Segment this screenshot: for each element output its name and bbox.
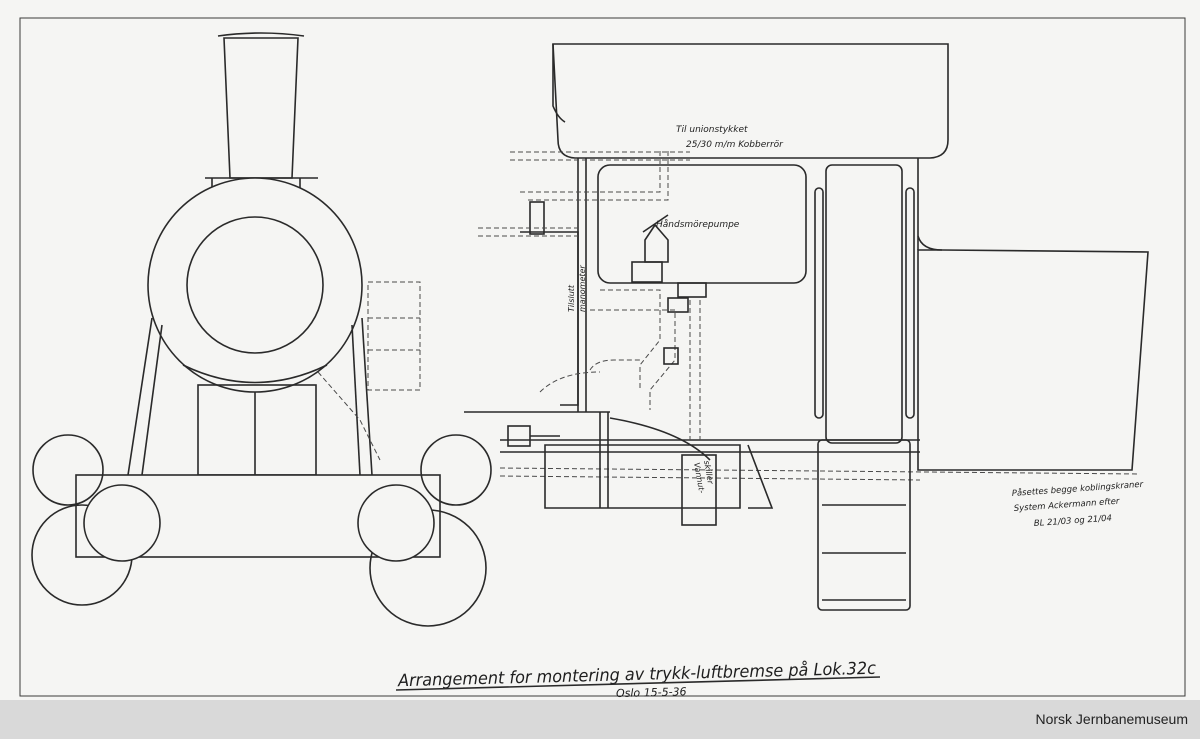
support-right-a: [361, 317, 373, 476]
handrail-right: [905, 187, 915, 419]
cab-rear-curve: [917, 235, 943, 251]
pipe-note-2: 25/30 m/m Kobberrör: [686, 140, 784, 150]
pipe-down-1: [600, 289, 661, 390]
support-left-a: [127, 317, 153, 476]
boiler-outer: [147, 177, 363, 393]
watermark: Norsk Jernbanemuseum: [1035, 711, 1188, 727]
note-line-3: BL 21/03 og 21/04: [1034, 514, 1113, 529]
front-view: [31, 32, 492, 627]
valve-top: [529, 201, 545, 235]
coupling-valve: [507, 425, 531, 447]
title-underline: [395, 676, 881, 691]
air-reservoir: [544, 444, 741, 509]
cab-door: [825, 164, 903, 444]
cab-roof: [552, 43, 949, 159]
drawing-date: Oslo 15-5-36: [616, 685, 687, 700]
fitting-3: [663, 347, 679, 365]
pump-base: [631, 261, 663, 283]
separator-label-2: skiller: [702, 460, 715, 486]
chimney-cap: [217, 32, 305, 37]
technical-drawing: Til unionstykket 25/30 m/m Kobberrör Hån…: [19, 17, 1186, 700]
brake-pipe-curve: [609, 417, 711, 461]
step-frame: [817, 439, 911, 611]
wheel-front-left-small: [32, 434, 104, 506]
fitting-1: [677, 282, 707, 298]
pipe-down-2: [590, 309, 676, 410]
buffer-left: [83, 484, 161, 562]
gauge-label-1: Tilslutt: [567, 284, 576, 312]
drawing-sheet: Til unionstykket 25/30 m/m Kobberrör Hån…: [19, 17, 1186, 700]
chimney: [223, 37, 299, 179]
wheel-front-right-small: [420, 434, 492, 506]
smokebox-door: [186, 216, 324, 354]
handrail-left: [814, 187, 824, 419]
bunker: [917, 249, 1149, 471]
pipe-to-union: [520, 150, 669, 201]
pump-handle: [642, 214, 669, 233]
sheet-border: [19, 17, 1186, 697]
pipe-vertical: [689, 300, 701, 440]
lubricator-pump: [644, 223, 669, 263]
buffer-right: [357, 484, 435, 562]
fitting-2: [667, 297, 689, 313]
hanger: [599, 412, 609, 508]
note-line-2: System Ackermann efter: [1014, 497, 1121, 514]
step-bracket: [747, 444, 774, 509]
footer-bar: [0, 700, 1200, 739]
pipe-note-1: Til unionstykket: [676, 125, 748, 135]
dashed-reservoir: [367, 281, 421, 391]
pipe-long: [499, 467, 1141, 475]
water-separator: [681, 454, 717, 526]
frame-block: [197, 384, 317, 476]
pipe-top: [510, 151, 690, 161]
support-left-b: [141, 324, 163, 476]
note-line-1: Påsettes begge koblingskraner: [1011, 479, 1144, 499]
side-view: [464, 43, 1149, 611]
pipe-loop: [589, 359, 640, 371]
pipe-long-2: [499, 475, 921, 481]
roof-edge: [552, 44, 566, 123]
saddle-curve: [182, 364, 328, 384]
gauge-label-2: manometer: [578, 265, 587, 312]
support-right-b: [351, 324, 361, 476]
pump-label: Håndsmörepumpe: [656, 219, 740, 230]
pipe-curve: [539, 371, 601, 393]
firebox-backhead: [520, 231, 579, 406]
